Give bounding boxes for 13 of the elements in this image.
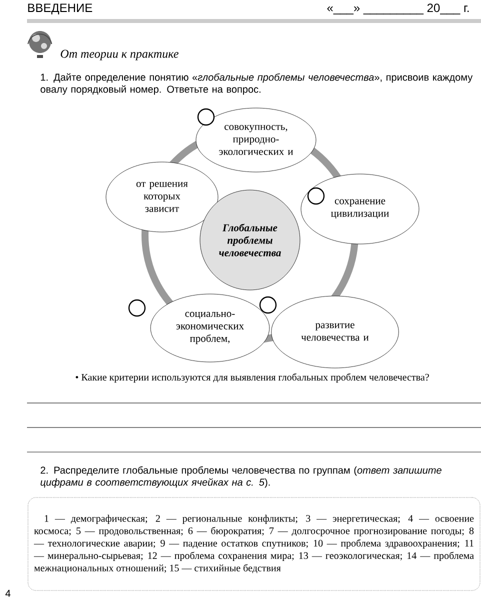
oval: совокупность, природно-экологических и (196, 108, 316, 172)
task-text: 2. Распределите глобальные проблемы человечества по группам (ответ запишите цифрами в соответствующих ячейках на с. 5). (40, 466, 442, 488)
list-box: 1 — демографическая; 2 — региональные конфликты; 3 — энергетическая; 4 — освоение космоса; 5 — продовольственная; 6 — бюрократия; 7 — долгосрочное прогнозирование погоды; 8 — технологические аварии; 9 — падение остатков спутников; 10 — проблема здравоохранения; 11 — минерально-сырьевая; 12 — проблема сохранения мира; 13 — геоэкологическая; 14 — проблема межнациональных отношений; 15 — стихийные бедствия (28, 497, 480, 591)
question-text: • Какие критерии используются для выявления глобальных проблем человечества? (76, 373, 429, 383)
section-title: От теории к практике (60, 50, 178, 60)
task-text: 1. Дайте определение понятию «глобальные проблемы человечества», присвоив каждому овалу порядковый номер. Ответьте на вопрос. (40, 73, 473, 95)
oval: сохранение цивилизации (300, 174, 420, 244)
section-header: ВВЕДЕНИЕ (28, 4, 92, 14)
page-number: 4 (5, 590, 10, 597)
oval: развитие человечества и (271, 296, 399, 368)
oval: от решения которых зависит (106, 162, 218, 232)
oval: социально-экономических проблем, (150, 294, 270, 362)
date-field: «___» _________ 20___ г. (327, 4, 469, 14)
